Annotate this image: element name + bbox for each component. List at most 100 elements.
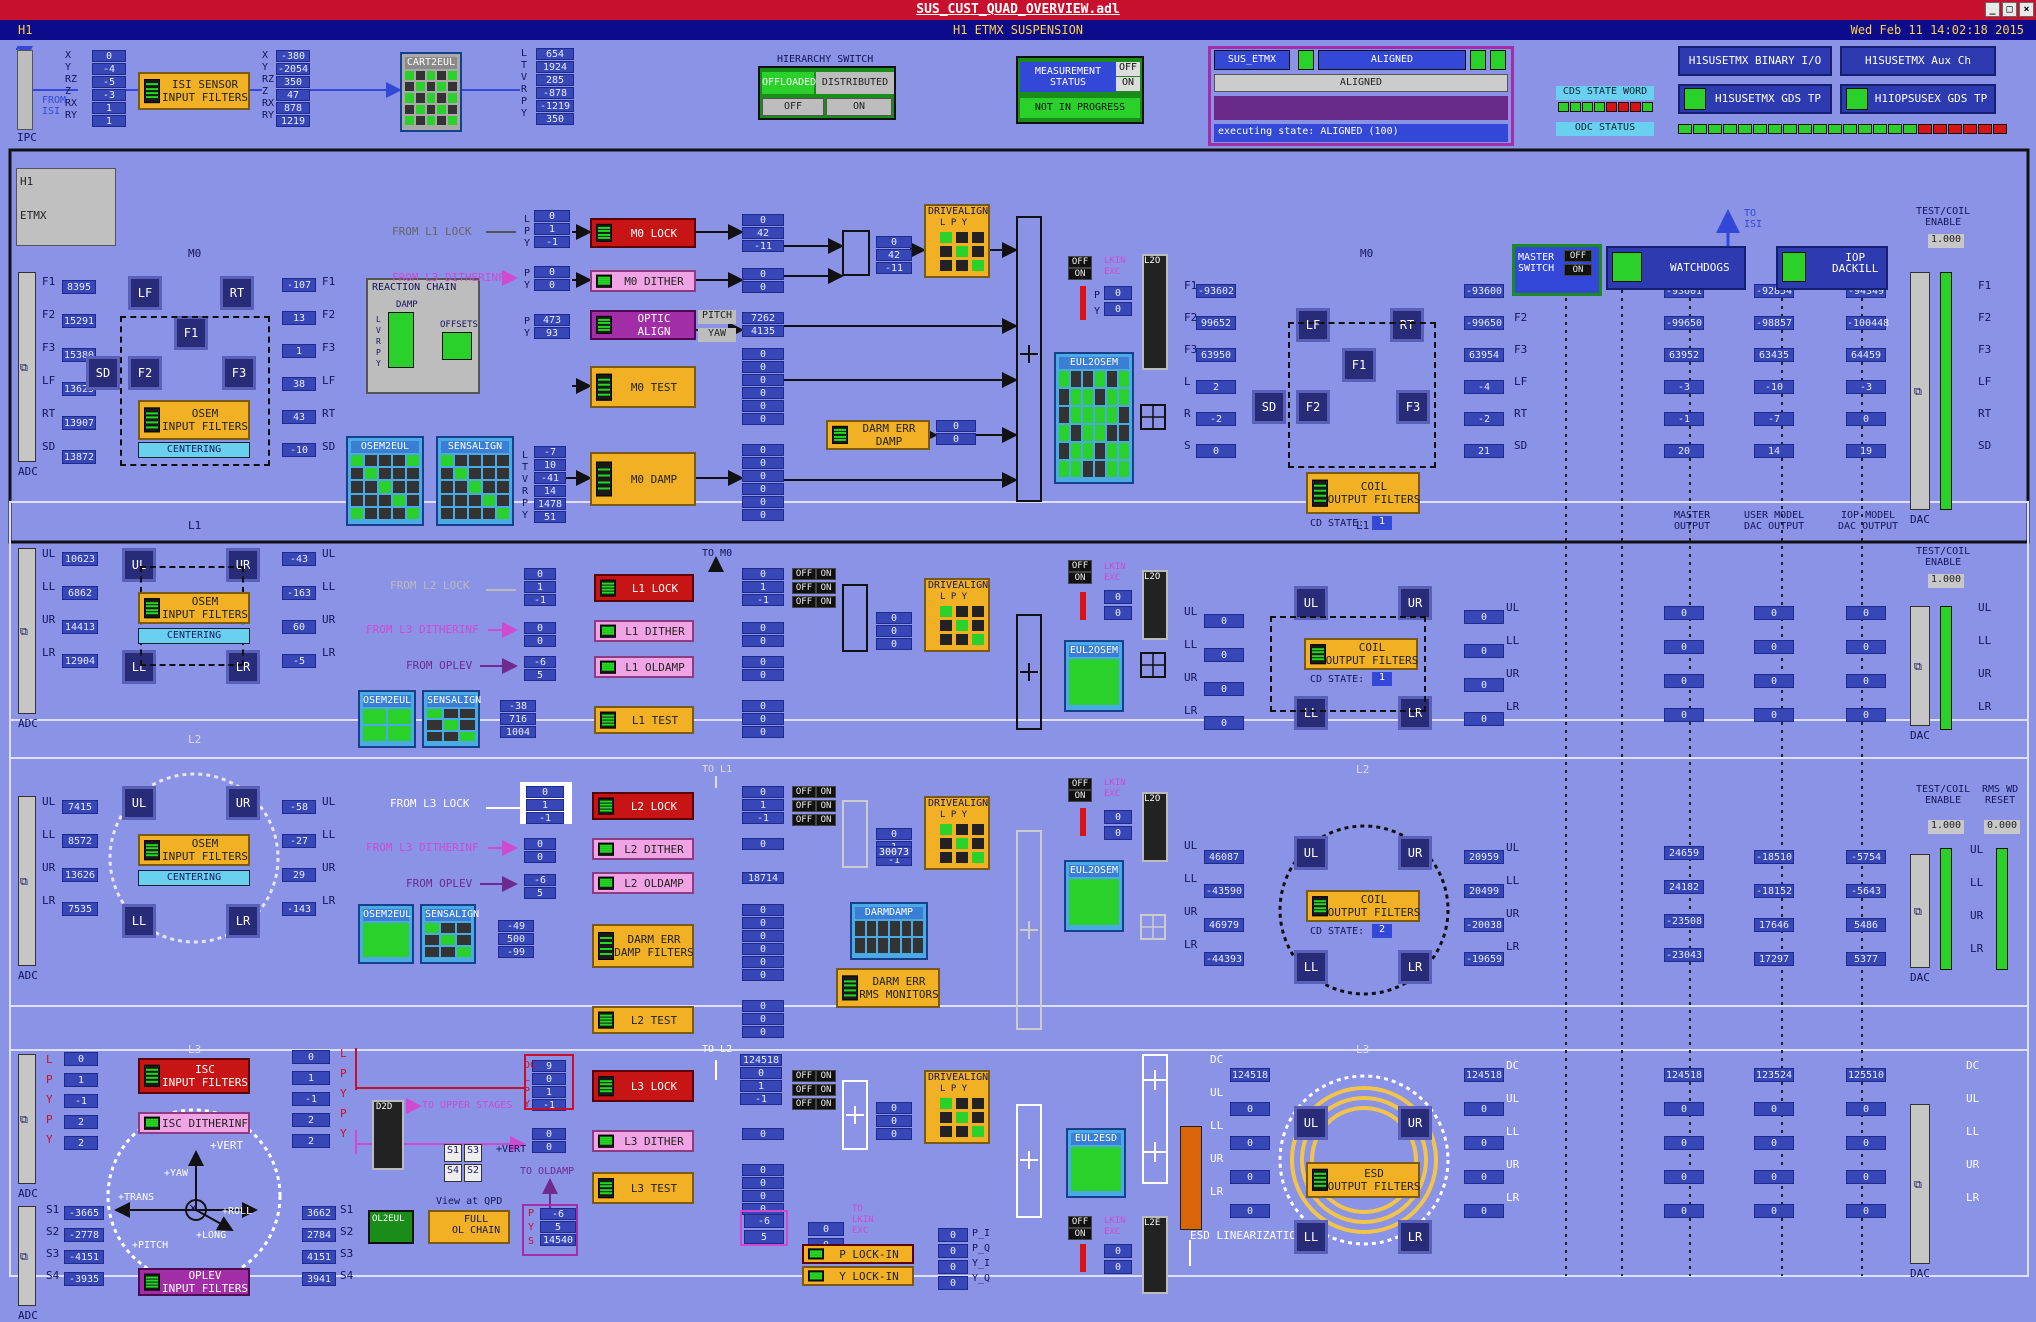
m0-osem-sd[interactable]: SD	[86, 356, 120, 390]
l2-coil-ul[interactable]: UL	[1294, 836, 1328, 870]
m0-lkin-off[interactable]: OFF	[1068, 256, 1092, 268]
l1-coil-ur[interactable]: UR	[1398, 586, 1432, 620]
m0-sensalign-matrix[interactable]: SENSALIGN	[436, 436, 514, 526]
l1-coil-output-filters[interactable]: COIL OUTPUT FILTERS	[1304, 638, 1418, 670]
l2-sw1-on[interactable]: ON	[816, 786, 836, 798]
l1-sensalign-matrix[interactable]: SENSALIGN	[422, 690, 481, 748]
reaction-damp-filter[interactable]	[388, 312, 414, 368]
m0-osem-lf[interactable]: LF	[128, 276, 162, 310]
l2-darmdamp-matrix[interactable]: DARMDAMP	[850, 902, 928, 960]
l3-p-lockin[interactable]: P LOCK-IN	[802, 1244, 914, 1264]
l2-osem-lr[interactable]: LR	[226, 904, 260, 938]
m0-coil-rt[interactable]: RT	[1390, 308, 1424, 342]
l2-coil-ur[interactable]: UR	[1398, 836, 1432, 870]
l3-lock-filter[interactable]: L3 LOCK	[592, 1070, 694, 1102]
l2-lkin-on[interactable]: ON	[1068, 790, 1092, 802]
l1-dither-filter[interactable]: L1 DITHER	[594, 620, 694, 642]
l1-sw1-on[interactable]: ON	[816, 568, 836, 580]
m0-damp-filter[interactable]: M0 DAMP	[590, 452, 696, 506]
m0-lkin-on[interactable]: ON	[1068, 268, 1092, 280]
measurement-off-button[interactable]: OFF	[1116, 62, 1140, 76]
l2-coil-output-filters[interactable]: COIL OUTPUT FILTERS	[1306, 890, 1420, 922]
m0-test-filter[interactable]: M0 TEST	[590, 366, 696, 408]
reaction-offsets-filter[interactable]	[442, 332, 472, 360]
l3-sw2-off[interactable]: OFF	[792, 1084, 816, 1096]
l1-coil-ul[interactable]: UL	[1294, 586, 1328, 620]
maximize-icon[interactable]: □	[2002, 2, 2017, 17]
l1-lkin-on[interactable]: ON	[1068, 572, 1092, 584]
m0-osem2eul-matrix[interactable]: OSEM2EUL	[346, 436, 424, 526]
l2-lock-filter[interactable]: L2 LOCK	[592, 792, 694, 820]
odc-status-button[interactable]: ODC STATUS	[1556, 122, 1654, 136]
l3-esd-ul[interactable]: UL	[1294, 1106, 1328, 1140]
m0-osem-input-filters[interactable]: OSEM INPUT FILTERS	[138, 400, 250, 440]
cart2eul-matrix[interactable]: CART2EUL	[400, 52, 462, 132]
minimize-icon[interactable]: _	[1985, 2, 2000, 17]
l2-darm-err-filter[interactable]: DARM ERR DAMP FILTERS	[592, 924, 694, 968]
m0-dither-filter[interactable]: M0 DITHER	[590, 270, 696, 292]
m0-coil-output-filters[interactable]: COIL OUTPUT FILTERS	[1306, 472, 1420, 514]
l2-eul2osem-matrix[interactable]: EUL2OSEM	[1064, 860, 1124, 932]
l1-sw3-on[interactable]: ON	[816, 596, 836, 608]
l3-eul2esd-matrix[interactable]: EUL2ESD	[1066, 1128, 1126, 1198]
l2-osem-ll[interactable]: LL	[122, 904, 156, 938]
master-switch-off[interactable]: OFF	[1564, 250, 1592, 262]
l3-sw3-on[interactable]: ON	[816, 1098, 836, 1110]
l3-oplev-input-filters[interactable]: OPLEV INPUT FILTERS	[138, 1268, 250, 1296]
l1-sw3-off[interactable]: OFF	[792, 596, 816, 608]
l3-lkin-on[interactable]: ON	[1068, 1228, 1092, 1240]
l3-lkin-off[interactable]: OFF	[1068, 1216, 1092, 1228]
l3-isc-ditherinf[interactable]: ISC DITHERINF	[138, 1112, 250, 1134]
l2-osem2eul-matrix[interactable]: OSEM2EUL	[358, 904, 414, 964]
l1-test-enable-value[interactable]: 1.000	[1928, 574, 1964, 588]
l2-sw1-off[interactable]: OFF	[792, 786, 816, 798]
m0-osem-f3[interactable]: F3	[222, 356, 256, 390]
l1-l2o-matrix[interactable]	[1142, 570, 1168, 640]
isi-sensor-input-filters[interactable]: ISI SENSOR INPUT FILTERS	[138, 72, 250, 110]
l3-ol2eul-matrix[interactable]	[368, 1210, 414, 1244]
l3-esd-lr[interactable]: LR	[1398, 1220, 1432, 1254]
l1-centering-button[interactable]: CENTERING	[138, 628, 250, 644]
l2-sw3-on[interactable]: ON	[816, 814, 836, 826]
l3-sw2-on[interactable]: ON	[816, 1084, 836, 1096]
m0-osem-f2[interactable]: F2	[128, 356, 162, 390]
m0-coil-f2[interactable]: F2	[1296, 390, 1330, 424]
l3-dither-filter[interactable]: L3 DITHER	[592, 1130, 694, 1152]
l3-full-ol-chain-button[interactable]	[428, 1210, 510, 1244]
l3-d2d-box[interactable]	[372, 1100, 404, 1170]
l1-oldamp-filter[interactable]: L1 OLDAMP	[594, 656, 694, 678]
m0-coil-f3[interactable]: F3	[1396, 390, 1430, 424]
l2-sw2-on[interactable]: ON	[816, 800, 836, 812]
l1-osem-ll[interactable]: LL	[122, 650, 156, 684]
l2-sw2-off[interactable]: OFF	[792, 800, 816, 812]
l2-l2o-matrix[interactable]	[1142, 792, 1168, 862]
master-switch-on[interactable]: ON	[1564, 264, 1592, 276]
l2-centering-button[interactable]: CENTERING	[138, 870, 250, 886]
m0-eul2osem-matrix[interactable]: EUL2OSEM	[1054, 352, 1134, 484]
m0-coil-lf[interactable]: LF	[1296, 308, 1330, 342]
l3-y-lockin[interactable]: Y LOCK-IN	[802, 1266, 914, 1286]
l3-sw1-on[interactable]: ON	[816, 1070, 836, 1082]
l1-eul2osem-matrix[interactable]: EUL2OSEM	[1064, 640, 1124, 712]
l2-coil-lr[interactable]: LR	[1398, 950, 1432, 984]
m0-l2o-matrix[interactable]	[1142, 254, 1168, 370]
l1-lock-filter[interactable]: L1 LOCK	[594, 574, 694, 602]
l3-esd-lin-block[interactable]	[1180, 1126, 1202, 1230]
guardian-request-select[interactable]: ALIGNED	[1214, 74, 1508, 92]
l3-esd-ll[interactable]: LL	[1294, 1220, 1328, 1254]
l2-sw3-off[interactable]: OFF	[792, 814, 816, 826]
l1-test-filter[interactable]: L1 TEST	[594, 706, 694, 734]
binary-io-button[interactable]: H1SUSETMX BINARY I/O	[1678, 46, 1832, 76]
hierarchy-off-button[interactable]: OFF	[762, 98, 824, 116]
m0-lock-filter[interactable]: M0 LOCK	[590, 218, 696, 248]
l2-osem-input-filters[interactable]: OSEM INPUT FILTERS	[138, 834, 250, 866]
m0-darm-err-filter[interactable]: DARM ERR DAMP	[826, 420, 930, 450]
l2-test-enable-value[interactable]: 1.000	[1928, 820, 1964, 834]
l2-rms-wd-value[interactable]: 0.000	[1984, 820, 2020, 834]
l3-sw1-off[interactable]: OFF	[792, 1070, 816, 1082]
l2-darm-rms-monitors[interactable]: DARM ERR RMS MONITORS	[836, 968, 940, 1008]
l1-osem-lr[interactable]: LR	[226, 650, 260, 684]
m0-coil-f1[interactable]: F1	[1342, 348, 1376, 382]
l3-test-filter[interactable]: L3 TEST	[592, 1172, 694, 1204]
l2-lkin-off[interactable]: OFF	[1068, 778, 1092, 790]
